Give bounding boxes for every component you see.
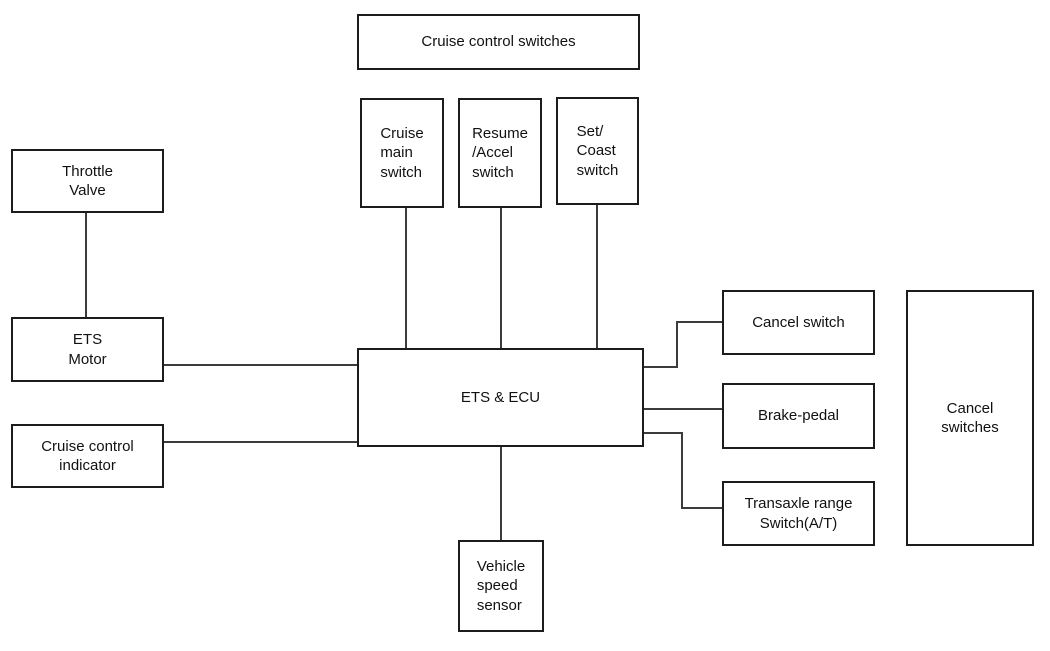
box-ets-motor-label: ETS Motor bbox=[68, 331, 107, 368]
connector-cruise-indicator-to-ets-ecu bbox=[164, 441, 357, 443]
box-cruise-control-switches: Cruise control switches bbox=[357, 14, 640, 70]
box-cruise-control-indicator: Cruise control indicator bbox=[11, 424, 164, 488]
connector-ets-motor-to-ets-ecu bbox=[164, 364, 357, 366]
box-brake-pedal: Brake-pedal bbox=[722, 383, 875, 449]
connector-ets-ecu-to-cancel-switch-seg2 bbox=[676, 321, 678, 368]
connector-ets-ecu-to-cancel-switch-seg3 bbox=[676, 321, 722, 323]
box-resume-accel-switch: Resume /Accel switch bbox=[458, 98, 542, 208]
box-brake-pedal-label: Brake-pedal bbox=[758, 407, 839, 425]
box-cancel-switches: Cancel switches bbox=[906, 290, 1034, 546]
box-transaxle-range-switch: Transaxle range Switch(A/T) bbox=[722, 481, 875, 546]
box-ets-ecu: ETS & ECU bbox=[357, 348, 644, 447]
box-cruise-control-switches-label: Cruise control switches bbox=[421, 33, 576, 51]
connector-ets-ecu-to-brake-pedal bbox=[644, 408, 722, 410]
box-vehicle-speed-sensor: Vehicle speed sensor bbox=[458, 540, 544, 632]
box-resume-accel-switch-label: Resume /Accel switch bbox=[472, 124, 528, 181]
connector-set-coast-switch-to-ets-ecu bbox=[596, 205, 598, 348]
connector-resume-accel-switch-to-ets-ecu bbox=[500, 208, 502, 348]
box-transaxle-range-switch-label: Transaxle range Switch(A/T) bbox=[744, 495, 853, 532]
box-cruise-control-indicator-label: Cruise control indicator bbox=[41, 437, 134, 475]
box-throttle-valve-label: Throttle Valve bbox=[62, 162, 113, 200]
box-cruise-main-switch-label: Cruise main switch bbox=[380, 124, 424, 181]
box-cancel-switch: Cancel switch bbox=[722, 290, 875, 355]
box-ets-ecu-label: ETS & ECU bbox=[460, 388, 541, 406]
connector-ets-ecu-to-transaxle-seg2 bbox=[681, 432, 683, 509]
connector-cruise-main-switch-to-ets-ecu bbox=[405, 208, 407, 348]
box-set-coast-switch-label: Set/ Coast switch bbox=[576, 122, 619, 179]
box-cruise-main-switch: Cruise main switch bbox=[360, 98, 444, 208]
connector-throttle-valve-to-ets-motor bbox=[85, 213, 87, 317]
connector-ets-ecu-to-cancel-switch-seg1 bbox=[644, 366, 678, 368]
box-vehicle-speed-sensor-label: Vehicle speed sensor bbox=[476, 557, 526, 614]
connector-ets-ecu-to-vehicle-speed-sensor bbox=[500, 447, 502, 540]
box-ets-motor: ETS Motor bbox=[11, 317, 164, 382]
box-cancel-switch-label: Cancel switch bbox=[752, 313, 845, 331]
box-set-coast-switch: Set/ Coast switch bbox=[556, 97, 639, 205]
connector-ets-ecu-to-transaxle-seg3 bbox=[681, 507, 722, 509]
connector-ets-ecu-to-transaxle-seg1 bbox=[644, 432, 683, 434]
box-throttle-valve: Throttle Valve bbox=[11, 149, 164, 213]
box-cancel-switches-label: Cancel switches bbox=[941, 399, 999, 437]
